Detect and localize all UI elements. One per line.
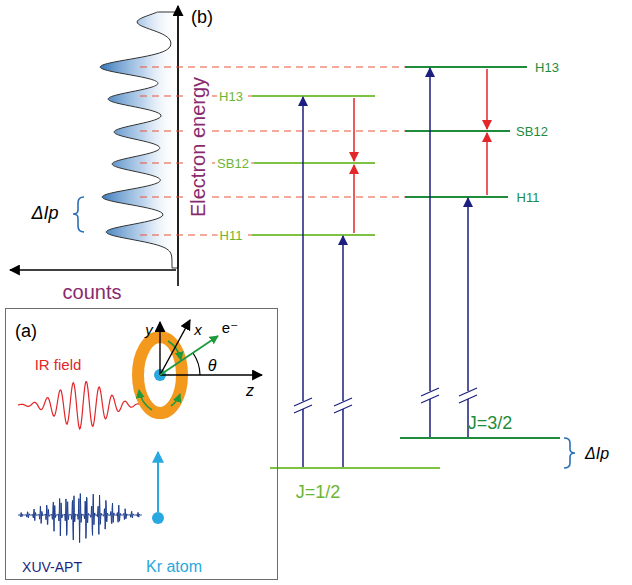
level-label: J=1/2: [294, 482, 343, 502]
electron-direction: [160, 336, 218, 375]
axis-break: [421, 395, 439, 403]
axis: [177, 6, 179, 286]
delta-ip-brace: [564, 438, 575, 468]
axis-label: x: [193, 322, 203, 337]
level-label: SB12: [514, 124, 550, 139]
component-label: IR field: [34, 357, 83, 372]
emission-ring: [139, 390, 152, 410]
axis-label: y: [144, 322, 154, 337]
coordinate-axes: [193, 353, 200, 375]
dashed-guide: [140, 66, 405, 67]
axis-break: [459, 395, 477, 403]
axis-break: [294, 398, 312, 406]
photoelectron-spectrum: [100, 12, 178, 268]
coordinate-axes: [160, 320, 262, 375]
ir-arrow: [353, 165, 355, 233]
panel-label: (b): [189, 7, 215, 27]
axis-break: [459, 388, 477, 396]
xuv-arrow: [429, 68, 431, 437]
level-label: H11: [218, 228, 245, 243]
energy-level-j12: [252, 96, 440, 468]
kr-atom: [157, 452, 159, 512]
ir-arrow: [353, 98, 355, 161]
energy-gap-label: ΔIp: [29, 203, 60, 223]
axis-break: [294, 388, 477, 413]
xuv-pulse-train: [18, 494, 142, 543]
axis-label: counts: [61, 281, 124, 303]
dashed-guide: [140, 196, 405, 197]
axis: [10, 269, 176, 271]
coordinate-axes: [160, 320, 190, 375]
ir-arrow: [354, 69, 487, 233]
kr-atom: [152, 452, 164, 524]
axis: [10, 6, 178, 286]
axis-label: θ: [207, 358, 218, 374]
level-label: SB12: [215, 156, 251, 171]
energy-level-j12: [252, 95, 375, 97]
xuv-arrow: [302, 97, 304, 467]
energy-level-j32: [405, 196, 508, 198]
coordinate-axes: [160, 374, 262, 375]
xuv-arrow: [342, 236, 344, 467]
xuv-arrow: [303, 68, 468, 467]
level-label: J=3/2: [466, 413, 515, 433]
inset-panel: (a) IR fieldXUV-APT Kr atom y x z e⁻ θ: [5, 308, 278, 580]
energy-level-j12: [270, 467, 440, 469]
energy-level-j32: [405, 130, 510, 132]
level-label: H13: [533, 60, 561, 75]
delta-ip-brace: [73, 197, 84, 232]
axis-break: [294, 388, 477, 413]
axis-label: e⁻: [221, 320, 239, 335]
axis-break: [421, 388, 439, 396]
dashed-guide: [140, 130, 405, 131]
energy-level-j32: [400, 67, 560, 438]
energy-gap-label: ΔIp: [583, 445, 611, 463]
axis-break: [334, 398, 352, 406]
energy-level-j32: [400, 437, 560, 439]
axis-label: Electron energy: [187, 75, 209, 219]
ir-arrow: [486, 133, 488, 195]
ir-field-waveform: [18, 382, 140, 429]
xuv-arrow: [467, 198, 469, 437]
level-label: H11: [515, 190, 542, 205]
axis-break: [334, 405, 352, 413]
ir-arrow: [486, 69, 488, 129]
kr-atom: [152, 512, 164, 524]
panel-label: (a): [14, 322, 38, 340]
level-label: H13: [217, 89, 245, 104]
delta-ip-brace: [73, 197, 575, 468]
emission-ring: [171, 394, 180, 406]
component-label: Kr atom: [145, 559, 203, 575]
energy-level-j12: [254, 162, 375, 164]
photoelectron-spectrum: [100, 12, 178, 268]
dashed-guide: [140, 67, 405, 235]
ir-field-waveform: [18, 382, 140, 429]
component-label: XUV-APT: [21, 560, 83, 574]
energy-level-j32: [405, 66, 527, 68]
energy-level-j12: [252, 234, 375, 236]
electron-direction: [160, 336, 218, 375]
coordinate-axes: [159, 322, 160, 375]
xuv-pulse-train: [18, 494, 142, 543]
axis-break: [294, 405, 312, 413]
axis-label: z: [245, 383, 255, 399]
